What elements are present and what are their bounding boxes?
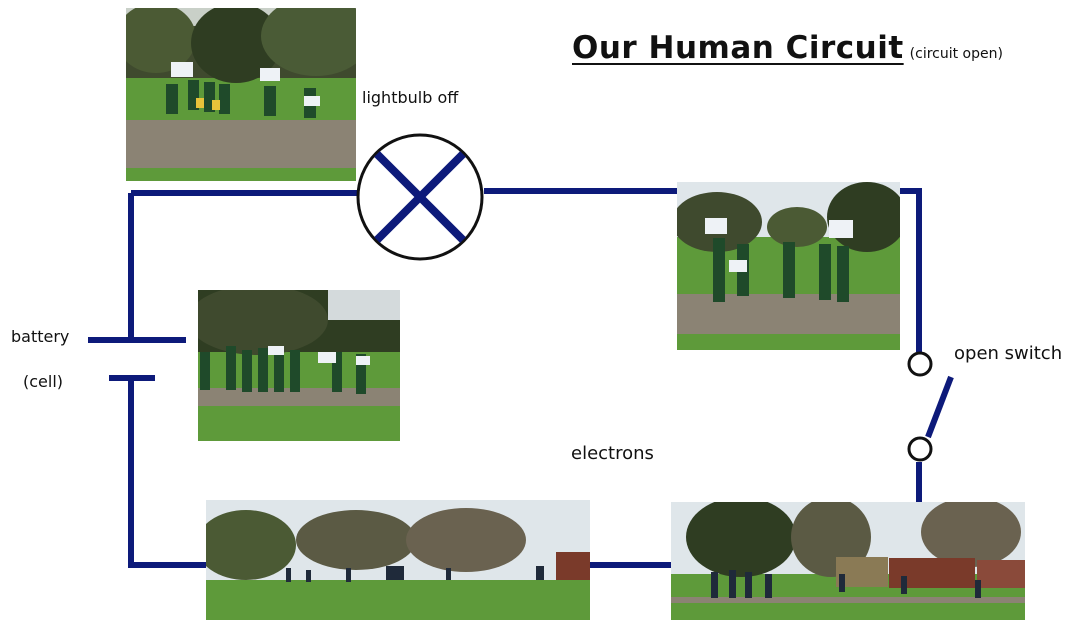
photo-wire-group (677, 182, 900, 350)
page-subtitle: (circuit open) (909, 46, 1003, 62)
title-block: Our Human Circuit (circuit open) (572, 30, 1003, 66)
switch-label: open switch (954, 343, 1063, 364)
battery-label: battery (11, 327, 70, 346)
photo-electrons-field-right (671, 502, 1025, 620)
photo-lightbulb-group (126, 8, 356, 181)
switch-terminal-bottom (907, 436, 933, 462)
page-title: Our Human Circuit (572, 30, 904, 66)
photo-battery-group (198, 290, 400, 441)
cell-label: (cell) (23, 372, 64, 391)
electrons-label: electrons (571, 443, 654, 464)
lightbulb-symbol (356, 133, 484, 261)
switch-lever (925, 375, 954, 439)
switch-terminal-top (907, 351, 933, 377)
switch-terminals (907, 351, 933, 462)
lightbulb-label: lightbulb off (362, 88, 459, 107)
photo-electrons-field-left (206, 500, 590, 620)
